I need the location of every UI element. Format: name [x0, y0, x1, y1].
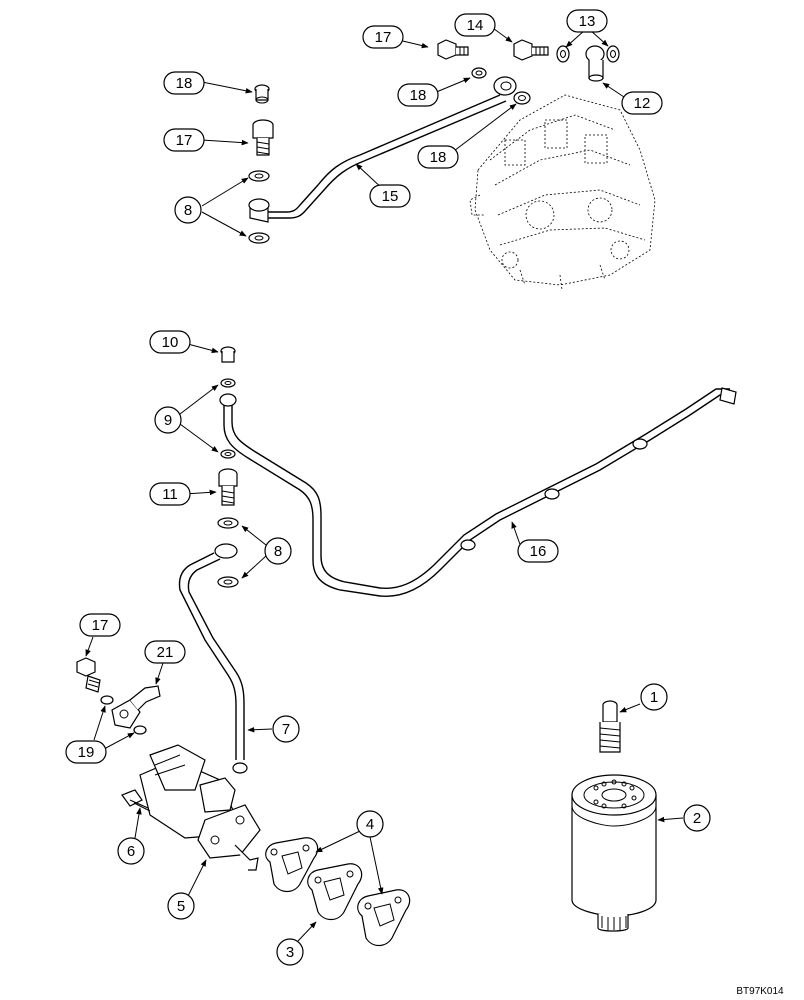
callout-1: 1: [640, 683, 668, 711]
injection-pump-illustration: [469, 94, 656, 291]
callout-6: 6: [117, 837, 145, 865]
bolt-15: [513, 39, 549, 61]
svg-text:18: 18: [430, 149, 447, 166]
callout-9: 9: [154, 406, 182, 434]
svg-text:5: 5: [177, 898, 185, 915]
svg-text:18: 18: [176, 75, 193, 92]
svg-text:7: 7: [282, 721, 290, 738]
svg-text:12: 12: [634, 95, 651, 112]
callout-3: 3: [276, 938, 304, 966]
gasket-4-a: [265, 837, 319, 893]
figure-reference-code: BT97K014: [736, 986, 784, 997]
callout-21: 21: [144, 640, 186, 664]
svg-text:18: 18: [410, 87, 427, 104]
svg-text:4: 4: [366, 816, 374, 833]
callout-13: 12: [621, 91, 663, 115]
elbow-21: [111, 685, 161, 729]
connector-13: [585, 45, 605, 82]
adapter-nipple-1: [599, 700, 621, 753]
washers-9: [220, 378, 236, 459]
callout-18-lower: 19: [65, 740, 107, 764]
callout-10: 11: [149, 482, 191, 506]
callout-17-lower: 17: [79, 613, 121, 637]
washer-18-top-b: [513, 91, 531, 105]
callout-15: 14: [454, 13, 496, 37]
svg-text:17: 17: [176, 132, 193, 149]
callout-5: 5: [167, 892, 195, 920]
callout-8-lower: 8: [264, 537, 292, 565]
svg-text:15: 15: [382, 188, 399, 205]
svg-text:9: 9: [164, 412, 172, 429]
gasket-4-b: [357, 889, 411, 947]
svg-text:6: 6: [127, 843, 135, 860]
callout-11: 10: [149, 330, 191, 354]
svg-text:3: 3: [286, 944, 294, 961]
fuel-line-7: [178, 552, 248, 774]
callout-18-top-a: 18: [397, 83, 439, 107]
banjo-bolt-17-top: [437, 39, 469, 60]
svg-text:8: 8: [184, 202, 192, 219]
bleed-screw-20: [254, 84, 270, 104]
callout-16: 15: [369, 184, 411, 208]
banjo-fitting-8-lower: [214, 517, 239, 588]
callout-17-top: 17: [362, 25, 404, 49]
gasket-3: [307, 863, 363, 921]
banjo-bolt-17-lower: [76, 657, 101, 693]
callout-20: 18: [163, 71, 205, 95]
washers-14: [556, 45, 620, 63]
svg-text:17: 17: [375, 29, 392, 46]
washers-18-lower: [100, 695, 147, 735]
callout-7: 7: [272, 715, 300, 743]
callout-12: 16: [517, 539, 559, 563]
svg-text:11: 11: [162, 486, 178, 503]
fuel-line-12: [219, 387, 737, 597]
callout-4: 4: [356, 810, 384, 838]
callout-8-upper: 8: [174, 196, 202, 224]
callout-18-top-b: 18: [417, 145, 459, 169]
callout-14: 13: [566, 9, 608, 33]
banjo-fitting-8-upper: [248, 170, 270, 244]
fuel-lift-pump: [121, 744, 261, 871]
washer-18-top: [471, 67, 487, 79]
bolt-19: [252, 119, 274, 156]
svg-text:19: 19: [78, 744, 95, 761]
svg-text:1: 1: [650, 689, 658, 706]
fuel-line-16: [268, 76, 517, 219]
callout-2: 2: [683, 804, 711, 832]
svg-text:8: 8: [274, 543, 282, 560]
svg-text:10: 10: [162, 334, 179, 351]
svg-text:16: 16: [530, 543, 547, 560]
fuel-filter-2: [571, 774, 657, 932]
bleed-screw-11: [220, 346, 236, 363]
callout-19: 17: [163, 128, 205, 152]
svg-text:17: 17: [92, 617, 109, 634]
bolt-10: [218, 468, 238, 506]
svg-text:14: 14: [467, 17, 484, 34]
svg-text:21: 21: [157, 644, 174, 661]
svg-text:2: 2: [693, 810, 701, 827]
svg-text:13: 13: [579, 13, 596, 30]
